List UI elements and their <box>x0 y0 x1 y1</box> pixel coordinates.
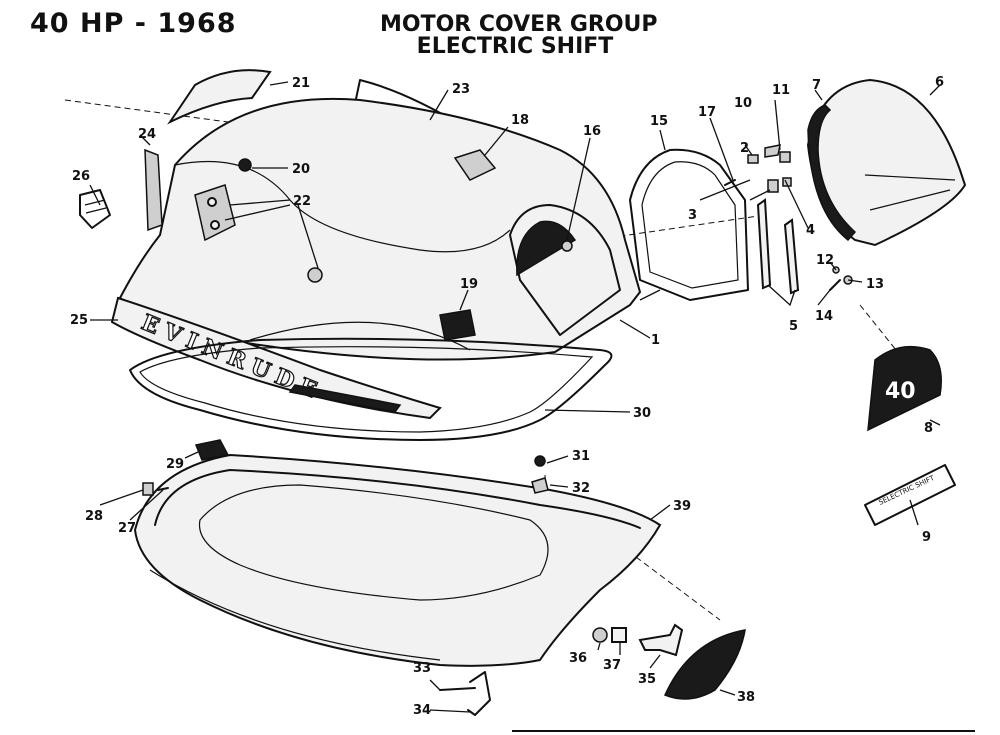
part-seal-pad <box>194 439 230 461</box>
part-lower-cover-opening <box>198 484 549 601</box>
callout-32: 32 <box>572 481 590 496</box>
callout-20: 20 <box>292 162 310 177</box>
part-cover-seal <box>129 337 613 441</box>
part-rear-cover-gasket <box>807 104 857 242</box>
callout-30: 30 <box>633 406 651 421</box>
part-shift-label <box>864 464 956 526</box>
group-title-line1: MOTOR COVER GROUP <box>380 12 658 37</box>
part-nut <box>747 154 759 164</box>
callout-35: 35 <box>638 672 656 687</box>
callout-12: 12 <box>816 253 834 268</box>
callout-3: 3 <box>688 208 697 223</box>
part-plug <box>534 455 546 467</box>
part-bracket <box>467 671 491 716</box>
part-screw <box>157 487 169 491</box>
part-top-cap <box>167 69 272 125</box>
callout-21: 21 <box>292 76 310 91</box>
callout-26: 26 <box>72 169 90 184</box>
callout-36: 36 <box>569 651 587 666</box>
callout-9: 9 <box>922 530 931 545</box>
alignment-line <box>64 99 251 126</box>
callout-23: 23 <box>452 82 470 97</box>
part-nameplate <box>110 296 442 420</box>
part-clip <box>142 482 154 496</box>
part-cover-opening <box>509 204 621 336</box>
part-slide <box>783 218 800 295</box>
part-lever-cover <box>663 629 746 700</box>
part-screw <box>829 279 841 291</box>
callout-7: 7 <box>812 78 821 93</box>
callout-1: 1 <box>651 333 660 348</box>
part-latch <box>764 144 781 158</box>
callout-33: 33 <box>413 661 431 676</box>
part-lower-cover-rim <box>154 469 641 529</box>
callout-8: 8 <box>924 421 933 436</box>
part-slide <box>756 198 772 290</box>
callout-39: 39 <box>673 499 691 514</box>
part-bracket <box>767 179 779 193</box>
part-rear-cover-detail <box>869 189 951 211</box>
part-grommet-plate <box>194 184 236 242</box>
part-screw <box>782 177 792 187</box>
part-bolt <box>439 687 476 691</box>
group-title: MOTOR COVER GROUP ELECTRIC SHIFT <box>380 12 658 59</box>
callout-16: 16 <box>583 124 601 139</box>
callout-28: 28 <box>85 509 103 524</box>
model-heading: 40 HP - 1968 <box>30 8 237 39</box>
callout-17: 17 <box>698 105 716 120</box>
callout-22: 22 <box>293 194 311 209</box>
part-lower-cover-contour <box>149 569 441 661</box>
part-plug <box>561 240 573 252</box>
part-rear-bracket <box>144 148 163 232</box>
callout-2: 2 <box>740 141 749 156</box>
part-opening-shadow <box>516 220 577 277</box>
callout-25: 25 <box>70 313 88 328</box>
callout-31: 31 <box>572 449 590 464</box>
callout-18: 18 <box>511 113 529 128</box>
part-lower-cover <box>133 453 662 667</box>
part-rear-cover-detail <box>864 174 956 181</box>
callout-24: 24 <box>138 127 156 142</box>
part-pin <box>724 179 736 186</box>
part-grommet <box>210 220 220 230</box>
part-latch-bracket <box>453 149 497 181</box>
part-cover-seal-inner <box>139 346 594 433</box>
part-nameplate-stripe <box>288 384 402 413</box>
callout-labels: 1 2 3 4 5 6 7 8 9 10 11 12 13 14 15 16 1… <box>70 75 944 718</box>
part-decal <box>867 345 942 432</box>
group-title-line2: ELECTRIC SHIFT <box>416 34 614 59</box>
leader-lines <box>89 81 941 713</box>
part-grommet <box>592 627 608 643</box>
decal-text: 40 <box>885 379 916 404</box>
callout-27: 27 <box>118 521 136 536</box>
part-screw <box>238 158 252 172</box>
part-nut <box>779 151 791 163</box>
part-rear-frame-inner <box>641 161 739 289</box>
callout-38: 38 <box>737 690 755 705</box>
part-rear-frame <box>629 148 749 301</box>
shift-label-text: SELECTRIC SHIFT <box>877 474 936 507</box>
part-clip <box>531 477 549 494</box>
callout-19: 19 <box>460 277 478 292</box>
callout-4: 4 <box>806 223 815 238</box>
part-rubber-pad <box>439 309 476 341</box>
callout-6: 6 <box>935 75 944 90</box>
part-spring-clip-detail <box>84 199 107 214</box>
callout-13: 13 <box>866 277 884 292</box>
callout-29: 29 <box>166 457 184 472</box>
callout-15: 15 <box>650 114 668 129</box>
part-grommet <box>207 197 217 207</box>
callout-14: 14 <box>815 309 833 324</box>
callout-37: 37 <box>603 658 621 673</box>
part-spring-clip <box>79 189 111 229</box>
alignment-line <box>859 304 901 356</box>
part-bushing <box>611 627 627 643</box>
part-grommet <box>307 267 323 283</box>
callout-34: 34 <box>413 703 431 718</box>
part-shift-lever <box>638 623 684 657</box>
callout-10: 10 <box>734 96 752 111</box>
callout-5: 5 <box>789 319 798 334</box>
callout-11: 11 <box>772 83 790 98</box>
